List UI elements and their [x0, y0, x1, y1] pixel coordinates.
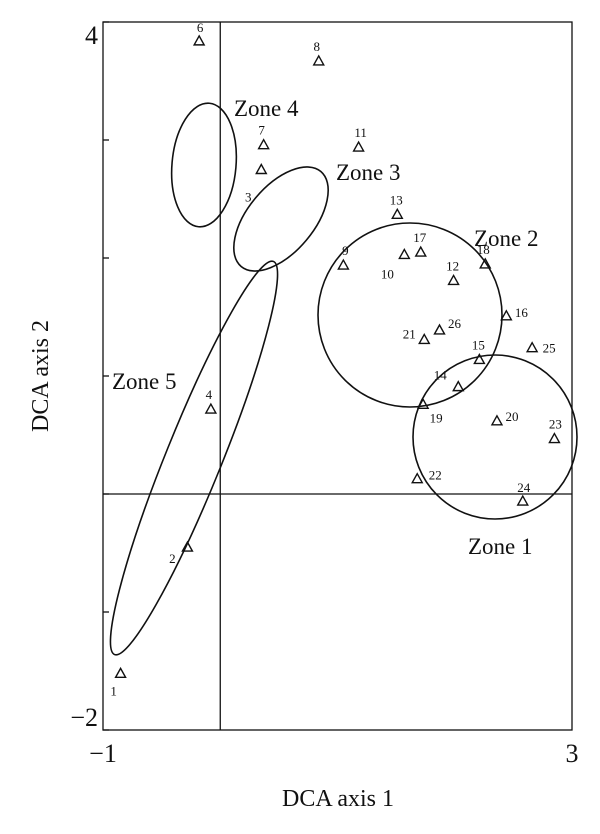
point-22-label: 22: [429, 468, 442, 483]
zone-5-label: Zone 5: [112, 369, 177, 394]
point-12-marker: [447, 273, 460, 286]
point-3-marker: [255, 163, 268, 175]
point-9-marker: [337, 258, 350, 270]
point-12-label: 12: [446, 258, 459, 273]
point-3-label: 3: [245, 190, 252, 205]
point-16-label: 16: [515, 305, 529, 320]
zone-4-label: Zone 4: [234, 96, 299, 121]
point-14-marker: [452, 380, 465, 392]
point-22-marker: [411, 472, 424, 484]
point-17-label: 17: [413, 230, 427, 245]
point-6-marker: [192, 34, 206, 46]
point-14-label: 14: [434, 368, 448, 383]
point-8-label: 8: [313, 39, 320, 54]
point-18-label: 18: [477, 242, 490, 257]
point-24-marker: [516, 494, 529, 506]
point-15-marker: [473, 353, 486, 365]
point-23-label: 23: [549, 417, 562, 432]
point-21-marker: [418, 332, 431, 345]
zone-3-label: Zone 3: [336, 160, 401, 185]
point-2-marker: [181, 540, 194, 552]
zone-2-label: Zone 2: [474, 226, 539, 251]
point-26-label: 26: [448, 316, 462, 331]
data-points: [114, 34, 561, 679]
zone-5-outline: [109, 260, 279, 656]
point-15-label: 15: [472, 337, 485, 352]
point-19-marker: [416, 397, 430, 410]
point-25-label: 25: [543, 341, 556, 356]
point-1-marker: [114, 666, 127, 679]
point-2-label: 2: [169, 551, 176, 566]
point-7-marker: [257, 138, 270, 150]
point-16-marker: [500, 309, 513, 321]
y-tick-label-bottom: −2: [70, 703, 98, 732]
zone-1-outline: [412, 354, 578, 520]
point-11-marker: [352, 140, 365, 152]
point-21-label: 21: [403, 326, 416, 341]
point-11-label: 11: [354, 125, 367, 140]
point-9-label: 9: [342, 243, 349, 258]
point-23-marker: [548, 432, 561, 444]
point-17-marker: [414, 245, 427, 257]
point-labels: 1234567891011121314151617181920212223242…: [110, 20, 562, 698]
zone-3-outline: [233, 166, 329, 272]
point-6-label: 6: [197, 20, 204, 35]
point-19-label: 19: [430, 410, 443, 425]
point-7-label: 7: [258, 123, 265, 138]
point-20-label: 20: [505, 409, 518, 424]
point-26-marker: [433, 323, 446, 335]
point-13-marker: [391, 207, 404, 220]
point-10-marker: [398, 248, 411, 260]
point-25-marker: [525, 341, 539, 353]
zone-outlines: [109, 102, 578, 656]
zone-1-label: Zone 1: [468, 534, 533, 559]
zone-4-outline: [170, 102, 238, 228]
x-tick-label-left: −1: [89, 739, 117, 768]
point-4-marker: [204, 402, 218, 414]
y-tick-marks: [103, 21, 109, 731]
zone-2-outline: [317, 222, 503, 408]
point-20-marker: [490, 414, 504, 426]
point-13-label: 13: [390, 192, 403, 207]
point-10-label: 10: [381, 266, 394, 281]
y-tick-label-top: 4: [85, 21, 98, 50]
x-axis-label: DCA axis 1: [282, 786, 394, 812]
point-18-marker: [479, 257, 492, 269]
x-tick-label-right: 3: [566, 739, 579, 768]
point-4-label: 4: [206, 387, 213, 402]
point-24-label: 24: [517, 480, 531, 495]
point-1-label: 1: [110, 683, 117, 698]
point-8-marker: [312, 54, 325, 66]
y-axis-label: DCA axis 2: [28, 320, 54, 432]
